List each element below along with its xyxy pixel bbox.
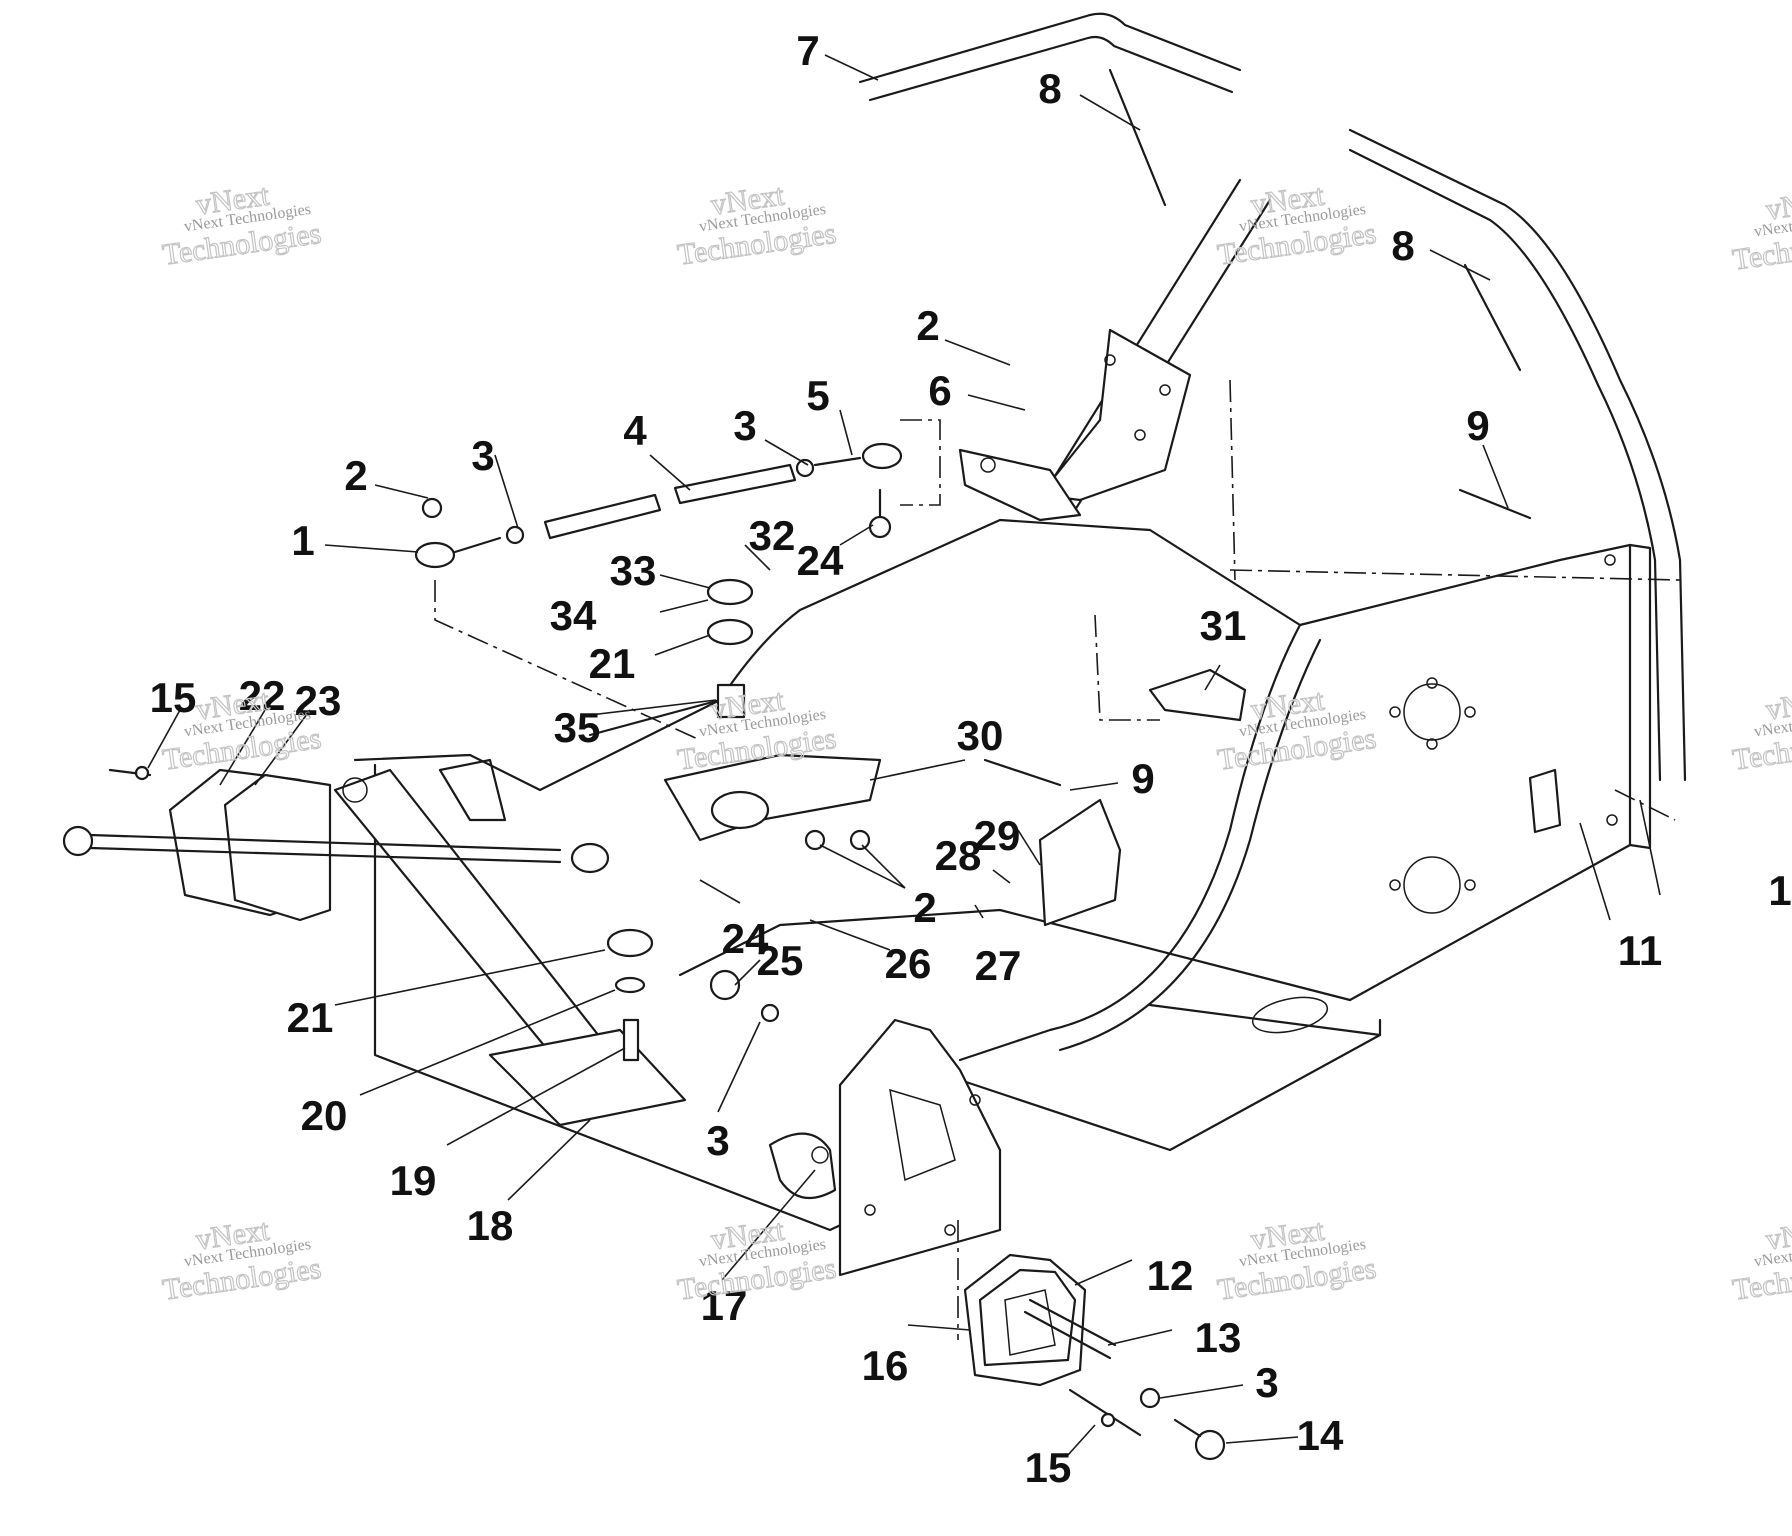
callout-8: 8 xyxy=(1038,65,1061,112)
callout-11: 11 xyxy=(1618,927,1662,974)
callout-24: 24 xyxy=(797,537,844,584)
callout-20: 20 xyxy=(301,1092,348,1139)
callout-1: 1 xyxy=(1768,867,1791,914)
callout-4: 4 xyxy=(623,407,647,454)
callout-19: 19 xyxy=(390,1157,437,1204)
callout-2: 2 xyxy=(344,452,367,499)
callout-24: 24 xyxy=(722,915,769,962)
callout-16: 16 xyxy=(862,1342,909,1389)
callout-3: 3 xyxy=(471,432,494,479)
callout-6: 6 xyxy=(928,367,951,414)
callout-15: 15 xyxy=(150,674,197,721)
callout-31: 31 xyxy=(1200,602,1247,649)
callout-9: 9 xyxy=(1466,402,1489,449)
leader-lines xyxy=(147,54,1661,1456)
callout-2: 2 xyxy=(916,302,939,349)
callout-7: 7 xyxy=(796,27,819,74)
callout-1: 1 xyxy=(291,517,314,564)
callout-15: 15 xyxy=(1025,1444,1072,1491)
callout-12: 12 xyxy=(1147,1252,1194,1299)
callout-9: 9 xyxy=(1131,755,1154,802)
callout-30: 30 xyxy=(957,712,1004,759)
callout-25: 25 xyxy=(757,937,804,984)
callout-26: 26 xyxy=(885,940,932,987)
callout-28: 28 xyxy=(935,832,982,879)
frame-drawing xyxy=(62,12,1687,1461)
callout-3: 3 xyxy=(1255,1359,1278,1406)
callout-22: 22 xyxy=(239,672,286,719)
callout-35: 35 xyxy=(554,704,601,751)
callout-3: 3 xyxy=(706,1117,729,1164)
callout-33: 33 xyxy=(610,547,657,594)
callout-3: 3 xyxy=(733,402,756,449)
callout-23: 23 xyxy=(295,677,342,724)
callout-34: 34 xyxy=(550,592,597,639)
callout-14: 14 xyxy=(1297,1412,1344,1459)
callout-8: 8 xyxy=(1391,222,1414,269)
callout-18: 18 xyxy=(467,1202,514,1249)
callout-13: 13 xyxy=(1195,1314,1242,1361)
callout-5: 5 xyxy=(806,372,829,419)
callout-32: 32 xyxy=(749,512,796,559)
callout-17: 17 xyxy=(701,1282,748,1329)
callout-21: 21 xyxy=(589,640,636,687)
callout-2: 2 xyxy=(913,884,936,931)
callout-21: 21 xyxy=(287,994,334,1041)
callout-27: 27 xyxy=(975,942,1022,989)
callout-29: 29 xyxy=(974,812,1021,859)
